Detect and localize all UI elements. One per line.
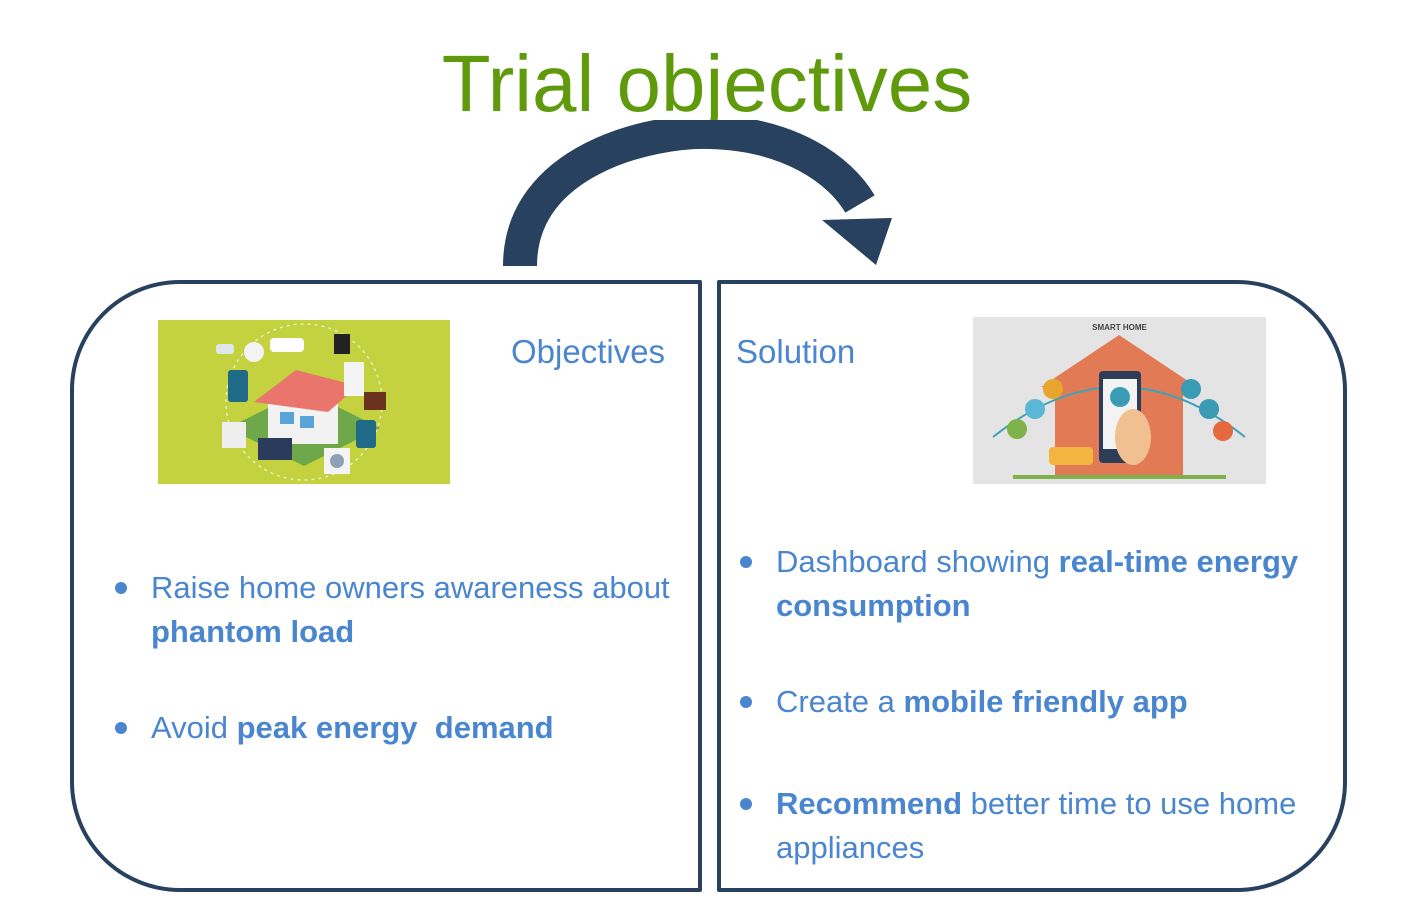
solution-list: Dashboard showing real-time energy consu… (740, 540, 1320, 870)
solution-item: Create a mobile friendly app (740, 680, 1320, 724)
smart-home-phone-image: SMART HOME (973, 317, 1266, 484)
smart-home-appliances-image (158, 320, 450, 484)
solution-item: Dashboard showing real-time energy consu… (740, 540, 1320, 628)
house-illustration-icon (216, 323, 386, 481)
smart-home-caption: SMART HOME (1092, 323, 1147, 332)
objectives-heading: Objectives (511, 333, 666, 370)
objectives-list: Raise home owners awareness about phanto… (115, 566, 695, 750)
objective-item: Avoid peak energy demand (115, 706, 695, 750)
curved-arrow-icon (503, 120, 892, 267)
smart-home-illustration-icon (992, 335, 1246, 479)
objective-item: Raise home owners awareness about phanto… (115, 566, 695, 654)
solution-item: Recommend better time to use home applia… (740, 782, 1320, 870)
page-title: Trial objectives (441, 39, 973, 128)
solution-heading: Solution (736, 333, 856, 370)
